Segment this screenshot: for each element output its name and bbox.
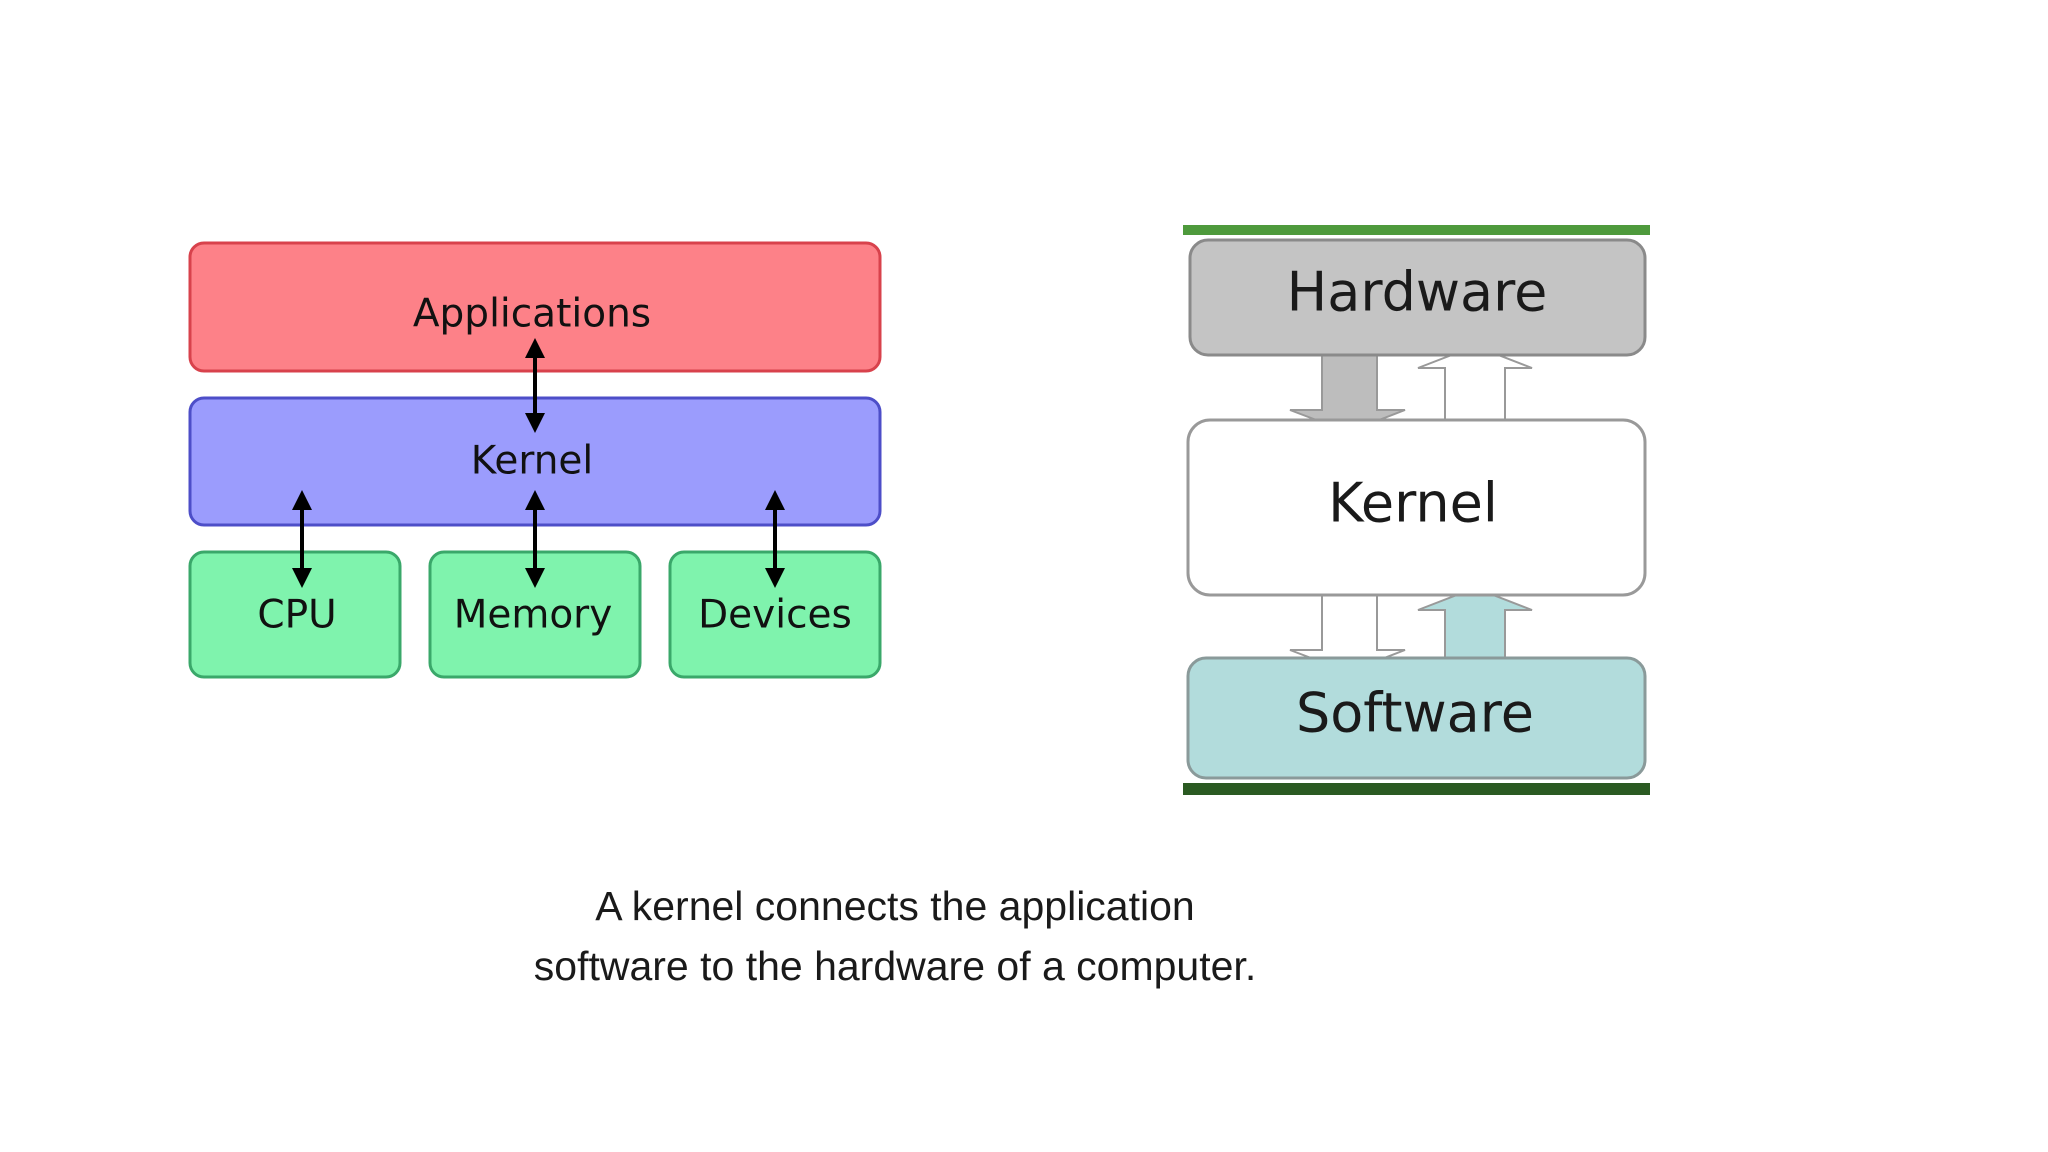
caption-line-2: software to the hardware of a computer. [533, 943, 1257, 989]
layered-kernel-diagram: Applications Kernel CPU Memory Devices [188, 241, 882, 679]
hardware-box [1188, 238, 1647, 357]
software-box [1186, 656, 1647, 780]
kernel-box-right [1186, 418, 1647, 597]
memory-label: Memory [454, 593, 613, 638]
caption: A kernel connects the application softwa… [0, 876, 1790, 996]
hardware-label: Hardware [1287, 261, 1548, 324]
kernel-label-right: Kernel [1328, 472, 1498, 535]
devices-label: Devices [698, 593, 852, 638]
hardware-kernel-software-diagram: Hardware Kernel Software [1183, 225, 1650, 795]
applications-label: Applications [413, 292, 651, 337]
kernel-label: Kernel [471, 439, 594, 484]
software-label: Software [1296, 682, 1534, 745]
frame-bottom-bar [1183, 783, 1650, 795]
cpu-label: CPU [257, 593, 336, 638]
kernel-up-arrow [1417, 344, 1533, 426]
caption-line-1: A kernel connects the application [595, 883, 1195, 929]
frame-top-bar [1183, 225, 1650, 235]
